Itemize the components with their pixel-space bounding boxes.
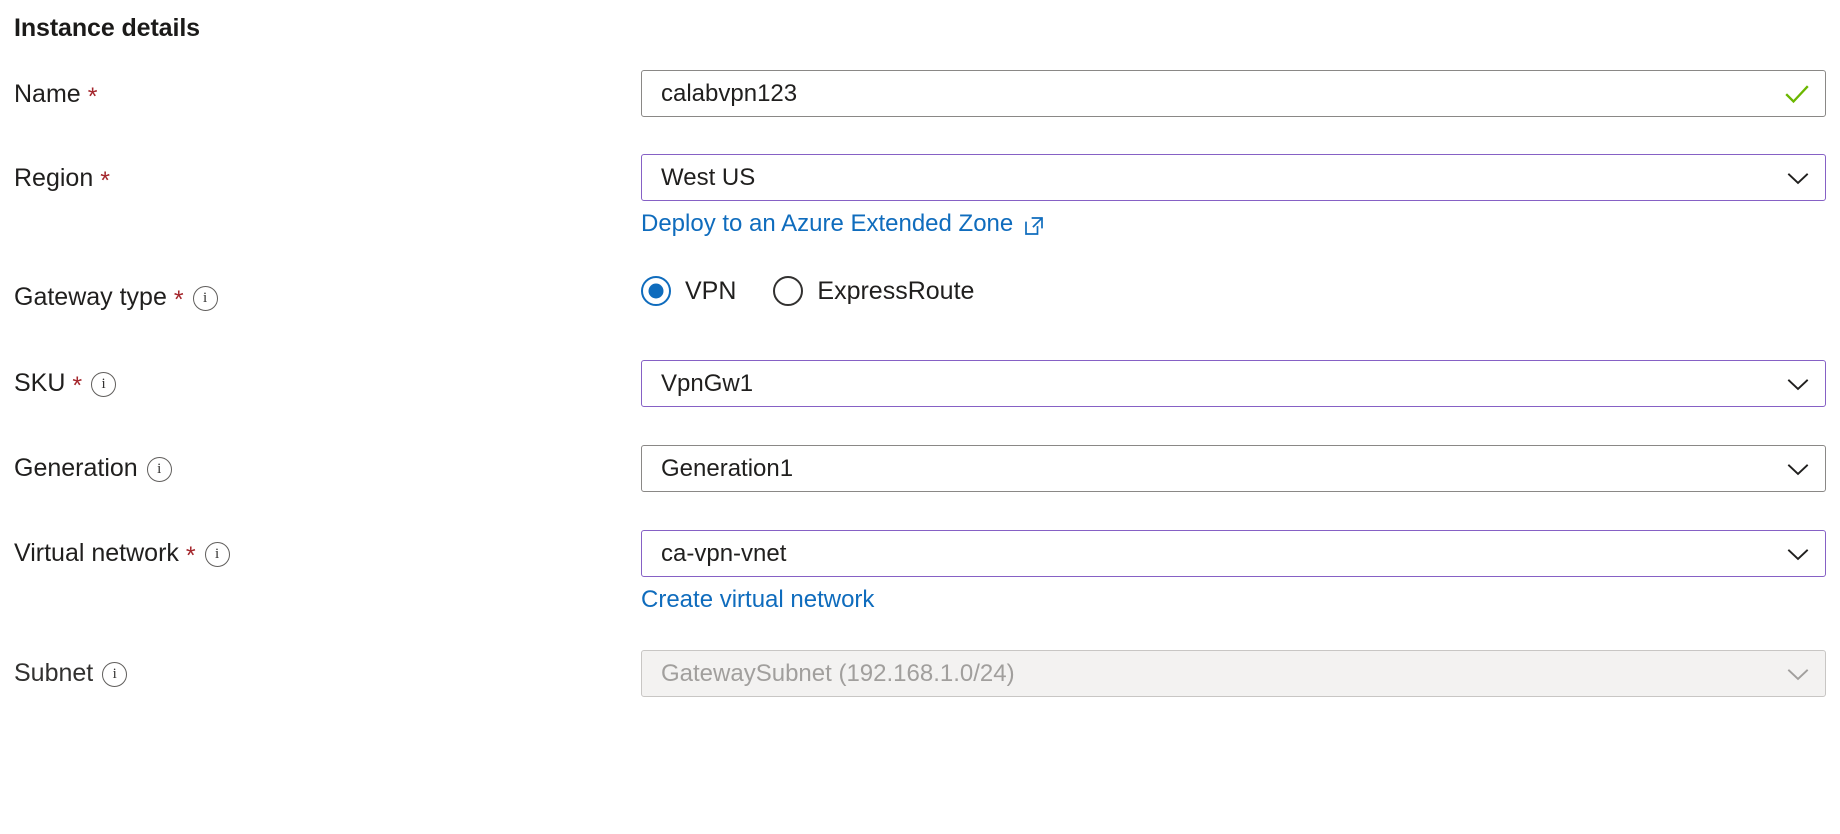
chevron-down-icon: [1785, 371, 1811, 397]
radio-option-expressroute[interactable]: ExpressRoute: [773, 276, 974, 306]
radio-label-vpn: VPN: [685, 277, 737, 305]
generation-label-text: Generation: [14, 454, 138, 482]
virtual-network-label: Virtual network *: [14, 538, 230, 568]
create-virtual-network-link-text: Create virtual network: [641, 586, 875, 613]
page-title: Instance details: [14, 14, 200, 42]
name-label: Name *: [14, 79, 97, 109]
chevron-down-icon: [1785, 165, 1811, 191]
subnet-dropdown-value: GatewaySubnet (192.168.1.0/24): [661, 659, 1015, 687]
radio-option-vpn[interactable]: VPN: [641, 276, 736, 306]
subnet-label: Subnet: [14, 658, 128, 688]
external-link-icon: [1023, 215, 1045, 237]
virtual-network-label-text: Virtual network: [14, 539, 179, 567]
region-label: Region *: [14, 163, 110, 193]
required-indicator: *: [173, 285, 184, 314]
radio-label-expressroute: ExpressRoute: [817, 277, 975, 305]
chevron-down-icon: [1785, 661, 1811, 687]
chevron-down-icon: [1785, 541, 1811, 567]
sku-dropdown-value: VpnGw1: [661, 369, 754, 397]
subnet-dropdown[interactable]: GatewaySubnet (192.168.1.0/24): [641, 650, 1826, 697]
radio-mark-expressroute: [773, 276, 804, 306]
region-dropdown[interactable]: West US: [641, 154, 1826, 201]
generation-label: Generation: [14, 453, 172, 483]
name-input[interactable]: calabvpn123: [641, 70, 1826, 117]
sku-label-text: SKU: [14, 369, 66, 397]
name-input-value: calabvpn123: [661, 79, 798, 107]
radio-mark-vpn: [641, 276, 671, 306]
region-dropdown-value: West US: [661, 163, 756, 191]
info-icon[interactable]: [146, 456, 172, 482]
chevron-down-icon: [1785, 456, 1811, 482]
info-icon[interactable]: [102, 661, 128, 687]
create-virtual-network-link[interactable]: Create virtual network: [641, 585, 874, 615]
generation-dropdown[interactable]: Generation1: [641, 445, 1826, 492]
info-icon[interactable]: [192, 285, 218, 311]
subnet-label-text: Subnet: [14, 659, 94, 687]
required-indicator: *: [72, 371, 83, 400]
virtual-network-dropdown-value: ca-vpn-vnet: [661, 539, 787, 567]
deploy-extended-zone-link[interactable]: Deploy to an Azure Extended Zone: [641, 209, 1045, 239]
info-icon[interactable]: [204, 541, 230, 567]
required-indicator: *: [87, 82, 98, 111]
name-label-text: Name: [14, 80, 81, 108]
deploy-extended-zone-link-text: Deploy to an Azure Extended Zone: [641, 210, 1014, 237]
region-label-text: Region: [14, 164, 94, 192]
required-indicator: *: [100, 166, 110, 195]
required-indicator: *: [185, 541, 196, 570]
info-icon[interactable]: [91, 371, 117, 397]
virtual-network-dropdown[interactable]: ca-vpn-vnet: [641, 530, 1826, 577]
sku-dropdown[interactable]: VpnGw1: [641, 360, 1826, 407]
gateway-type-radio-group: VPN ExpressRoute: [641, 276, 974, 306]
generation-dropdown-value: Generation1: [661, 454, 794, 482]
gateway-type-label-text: Gateway type: [14, 283, 167, 311]
checkmark-icon: [1783, 80, 1811, 108]
gateway-type-label: Gateway type *: [14, 282, 218, 312]
sku-label: SKU *: [14, 368, 117, 400]
